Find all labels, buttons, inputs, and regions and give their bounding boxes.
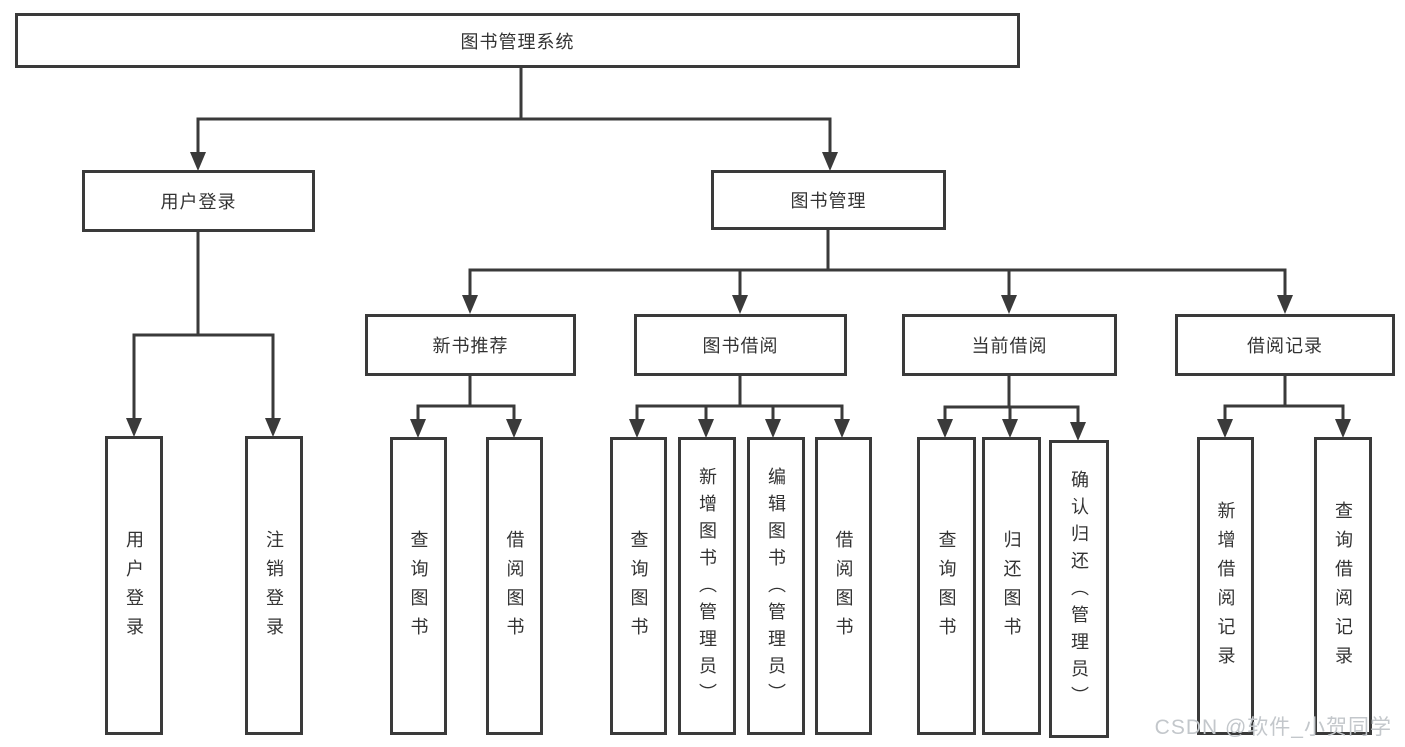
node-leaf-borrow-books-1: 借阅图书 bbox=[486, 437, 543, 735]
arrow-head bbox=[265, 418, 281, 437]
arrow-head bbox=[834, 419, 850, 438]
arrow-head bbox=[190, 152, 206, 171]
arrow-head bbox=[410, 419, 426, 438]
arrow-head bbox=[765, 419, 781, 438]
arrow-head bbox=[1277, 295, 1293, 314]
connector-g3-branch bbox=[1223, 404, 1345, 425]
arrow-head bbox=[1217, 419, 1233, 438]
node-leaf-query-books-2: 查询图书 bbox=[610, 437, 667, 735]
node-current-borrow: 当前借阅 bbox=[902, 314, 1117, 376]
csdn-watermark: CSDN @软件_小贺同学 bbox=[1154, 716, 1392, 739]
arrow-head bbox=[1002, 419, 1018, 438]
arrow-head bbox=[1070, 422, 1086, 441]
node-leaf-logout: 注销登录 bbox=[245, 436, 303, 735]
connector-g0-branch bbox=[416, 404, 516, 425]
node-leaf-add-borrow-record: 新增借阅记录 bbox=[1197, 437, 1254, 735]
arrow-head bbox=[698, 419, 714, 438]
arrow-head bbox=[1001, 295, 1017, 314]
node-leaf-query-borrow-record: 查询借阅记录 bbox=[1314, 437, 1372, 735]
node-leaf-add-books-admin: 新增图书（管理员） bbox=[678, 437, 736, 735]
node-root-system: 图书管理系统 bbox=[15, 13, 1020, 68]
node-leaf-user-login: 用户登录 bbox=[105, 436, 163, 735]
arrow-head bbox=[629, 419, 645, 438]
connector-root-branch bbox=[196, 117, 832, 158]
node-book-borrow: 图书借阅 bbox=[634, 314, 847, 376]
node-book-management: 图书管理 bbox=[711, 170, 946, 230]
arrow-head bbox=[822, 152, 838, 171]
connector-g2-branch bbox=[943, 405, 1080, 428]
node-leaf-query-books-3: 查询图书 bbox=[917, 437, 976, 735]
connector-g1-branch bbox=[635, 404, 844, 425]
arrow-head bbox=[506, 419, 522, 438]
node-leaf-borrow-books-2: 借阅图书 bbox=[815, 437, 872, 735]
arrow-head bbox=[732, 295, 748, 314]
node-user-login: 用户登录 bbox=[82, 170, 315, 232]
connector-login-branch bbox=[132, 333, 275, 424]
node-leaf-edit-books-admin: 编辑图书（管理员） bbox=[747, 437, 805, 735]
node-leaf-return-books: 归还图书 bbox=[982, 437, 1041, 735]
arrow-head bbox=[126, 418, 142, 437]
arrow-head bbox=[937, 419, 953, 438]
arrow-head bbox=[1335, 419, 1351, 438]
node-leaf-query-books-1: 查询图书 bbox=[390, 437, 447, 735]
arrow-head bbox=[462, 295, 478, 314]
node-borrow-records: 借阅记录 bbox=[1175, 314, 1395, 376]
node-leaf-confirm-return-admin: 确认归还（管理员） bbox=[1049, 440, 1109, 738]
node-new-book-recommend: 新书推荐 bbox=[365, 314, 576, 376]
connector-mgmt-branch bbox=[468, 268, 1287, 302]
